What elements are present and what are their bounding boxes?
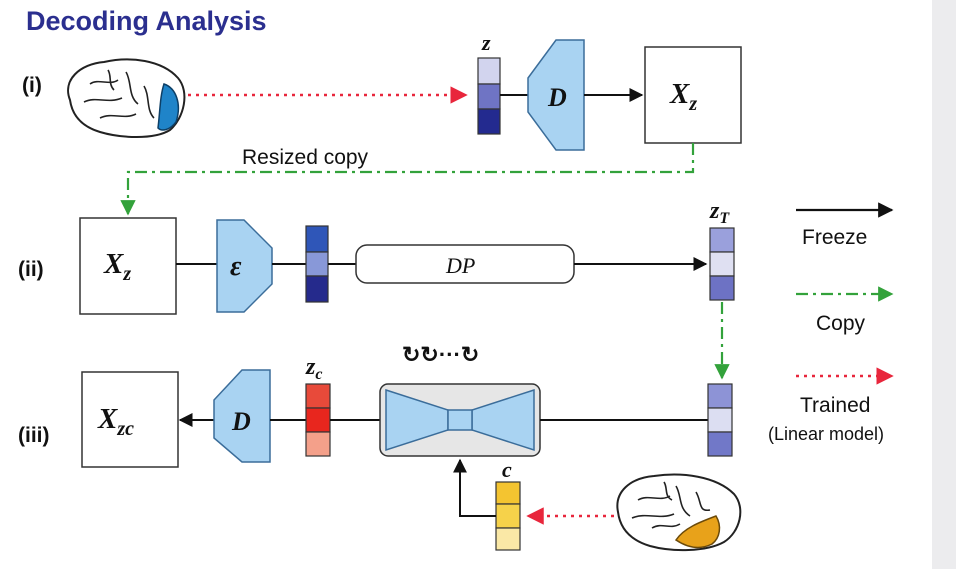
latent-zc-label: zc bbox=[305, 354, 322, 383]
iteration-loop-icon: ↻↻···↻ bbox=[402, 342, 479, 367]
input-box-xz bbox=[79, 217, 177, 315]
condition-arrow bbox=[453, 458, 496, 517]
resized-copy-label: Resized copy bbox=[242, 146, 369, 169]
decoder-label-bottom: D bbox=[231, 407, 251, 436]
encoder-module bbox=[216, 219, 273, 313]
xz-label-middle: Xz bbox=[103, 248, 131, 285]
decoder-module-top bbox=[527, 39, 585, 151]
legend-freeze-label: Freeze bbox=[802, 226, 867, 249]
decoder-label-top: D bbox=[547, 83, 567, 112]
legend-trained-note: (Linear model) bbox=[768, 424, 884, 444]
row-label-iii: (iii) bbox=[18, 424, 50, 447]
row-label-i: (i) bbox=[22, 74, 42, 97]
brain-icon-bottom bbox=[616, 473, 742, 552]
output-box-xzc bbox=[81, 371, 179, 468]
legend-copy-label: Copy bbox=[816, 312, 866, 335]
latent-zt-copy-vector bbox=[707, 383, 733, 457]
condition-c-label: c bbox=[502, 457, 512, 482]
condition-c-vector bbox=[495, 481, 521, 551]
encoder-label: ε bbox=[230, 251, 242, 282]
right-edge-strip bbox=[932, 0, 956, 569]
brain-icon-top bbox=[67, 58, 186, 138]
row-label-ii: (ii) bbox=[18, 258, 44, 281]
xzc-label: Xzc bbox=[97, 403, 134, 440]
decoder-module-bottom bbox=[213, 369, 271, 463]
diffusion-process-label: DP bbox=[445, 253, 475, 278]
encoded-vector bbox=[305, 225, 329, 303]
latent-z-label: z bbox=[481, 30, 491, 55]
page-title: Decoding Analysis bbox=[26, 6, 267, 36]
legend-trained-label: Trained bbox=[800, 394, 870, 417]
output-box-xz-top bbox=[644, 46, 742, 144]
latent-zt-label: zT bbox=[709, 198, 730, 227]
latent-zc-vector bbox=[305, 383, 331, 457]
unet-denoiser-module bbox=[379, 383, 541, 457]
latent-z-vector bbox=[477, 57, 501, 135]
copy-arrow-resized bbox=[120, 143, 695, 216]
latent-zt-vector bbox=[709, 227, 735, 301]
xz-label-top: Xz bbox=[669, 78, 697, 115]
